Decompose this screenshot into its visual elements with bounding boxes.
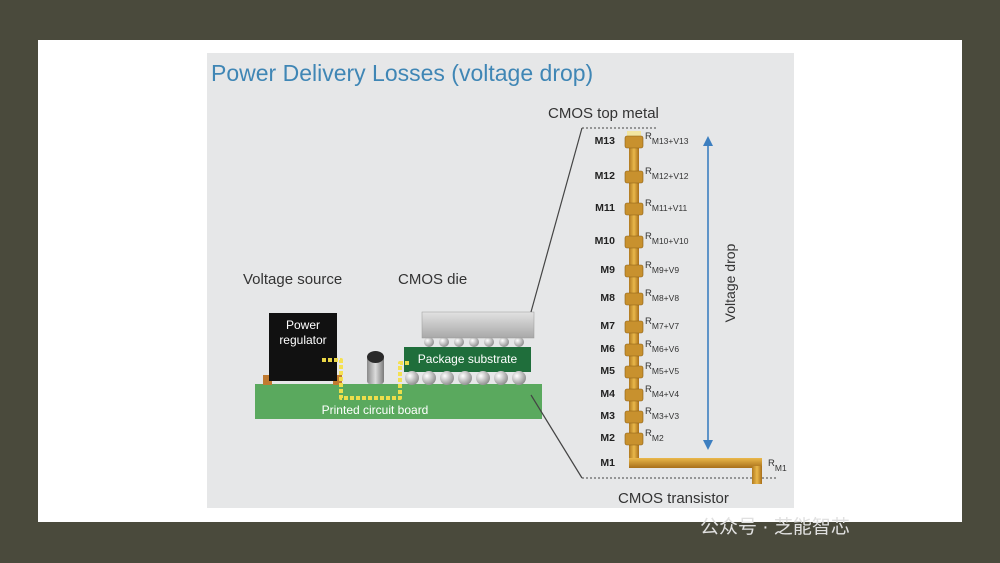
- metal-node-m3: [624, 410, 644, 424]
- cmos-top-metal-label: CMOS top metal: [548, 105, 659, 122]
- metal-node-m12: [624, 170, 644, 184]
- resistance-label-m6: RM6+V6: [645, 339, 680, 354]
- metal-node-m7: [624, 320, 644, 334]
- substrate-solder-balls: [405, 371, 526, 385]
- resistance-label-m9: RM9+V9: [645, 260, 680, 275]
- cmos-die-block: [421, 311, 535, 339]
- metal-layer-m1: M1: [600, 457, 615, 469]
- power-regulator-label: Power regulator: [279, 318, 327, 347]
- metal-stack-nodes: [624, 135, 644, 446]
- metal-node-m10: [624, 235, 644, 249]
- metal-layer-m3: M3: [600, 410, 615, 422]
- metal-layer-m7: M7: [600, 320, 615, 332]
- slide-title: Power Delivery Losses (voltage drop): [211, 60, 594, 86]
- cmos-transistor-label: CMOS transistor: [618, 490, 729, 507]
- resistance-label-m13: RM13+V13: [645, 131, 689, 146]
- package-substrate-block: [404, 347, 531, 372]
- cmos-die-label: CMOS die: [398, 271, 468, 288]
- capacitor-top: [367, 351, 384, 363]
- metal-layer-m2: M2: [600, 432, 615, 444]
- resistance-label-m11: RM11+V11: [645, 198, 688, 213]
- zoom-line-top: [530, 127, 583, 313]
- metal-node-m8: [624, 292, 644, 306]
- package-substrate-label: Package substrate: [417, 352, 518, 366]
- resistance-label-m7: RM7+V7: [645, 316, 680, 331]
- voltage-source-label: Voltage source: [243, 271, 343, 288]
- printed-circuit-board: [255, 384, 542, 419]
- metal-node-m2: [624, 432, 644, 446]
- metal-layer-m6: M6: [600, 343, 615, 355]
- regulator-pad-right: [333, 375, 342, 385]
- resistance-label-m1: RM1: [768, 458, 787, 473]
- resistance-label-m10: RM10+V10: [645, 231, 689, 246]
- arrow-head-bottom: [703, 440, 713, 450]
- resistance-label-m5: RM5+V5: [645, 361, 680, 376]
- metal-node-m4: [624, 388, 644, 402]
- metal-layer-m5: M5: [600, 365, 615, 377]
- pcb-label: Printed circuit board: [321, 403, 429, 417]
- metal-layer-m8: M8: [600, 292, 615, 304]
- m1-horizontal-wire: [629, 458, 762, 468]
- metal-node-m13: [624, 135, 644, 149]
- metal-layer-m13: M13: [594, 135, 615, 147]
- metal-layer-m9: M9: [600, 264, 615, 276]
- resistance-label-m8: RM8+V8: [645, 288, 680, 303]
- metal-node-m5: [624, 365, 644, 379]
- watermark: 公众号 · 芝能智芯: [700, 517, 850, 538]
- m1-contact: [752, 466, 762, 484]
- metal-node-m11: [624, 202, 644, 216]
- power-regulator-chip: [269, 313, 337, 381]
- zoom-line-bottom: [530, 394, 583, 479]
- metal-layer-m12: M12: [594, 170, 615, 182]
- metal-layer-m10: M10: [594, 235, 615, 247]
- metal-node-m6: [624, 343, 644, 357]
- metal-layer-m4: M4: [600, 388, 615, 400]
- metal-node-m9: [624, 264, 644, 278]
- diagram-panel: [207, 53, 794, 508]
- resistance-label-m2: RM2: [645, 428, 664, 443]
- arrow-head-top: [703, 136, 713, 146]
- capacitor: [367, 356, 384, 384]
- regulator-pad-left: [263, 375, 272, 385]
- resistance-label-m12: RM12+V12: [645, 166, 689, 181]
- resistance-label-m4: RM4+V4: [645, 384, 680, 399]
- resistance-label-m3: RM3+V3: [645, 406, 680, 421]
- voltage-drop-label: Voltage drop: [722, 243, 738, 323]
- power-path: [322, 358, 411, 400]
- metal-layer-m11: M11: [595, 202, 615, 214]
- die-bumps: [424, 337, 524, 347]
